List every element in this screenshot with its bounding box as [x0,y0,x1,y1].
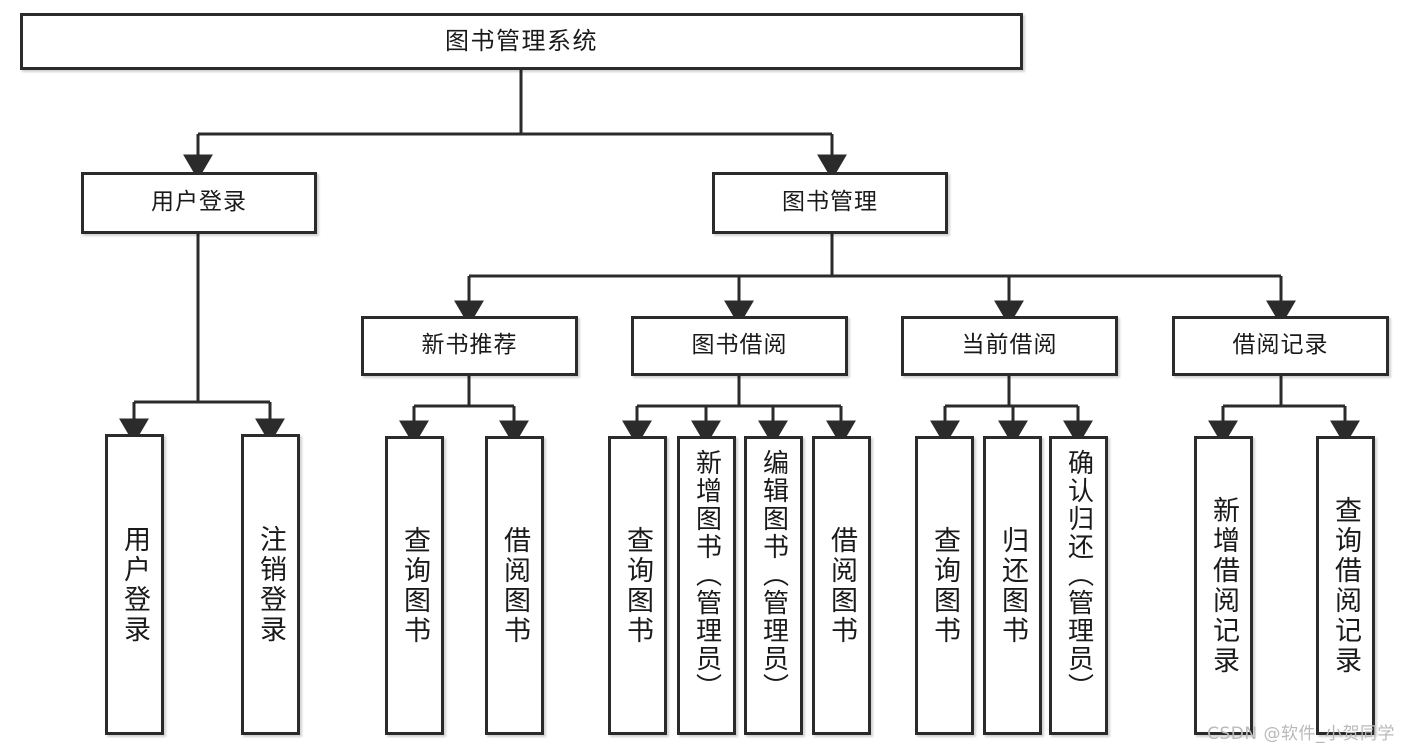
node-label: 用户登录 [119,524,150,645]
node-label: 图书借阅 [691,332,788,359]
node-current-borrow[interactable]: 当前借阅 [901,316,1118,376]
node-label: 查询借阅记录 [1330,495,1361,676]
leaf-user-login-0[interactable]: 用户登录 [105,434,164,735]
leaf-book-borrow-0[interactable]: 查询图书 [608,436,667,735]
node-label: 注销登录 [255,524,286,645]
watermark-text: CSDN @软件_小贺同学 [1207,724,1395,744]
leaf-current-borrow-1[interactable]: 归还图书 [983,436,1042,735]
leaf-current-borrow-0[interactable]: 查询图书 [915,436,974,735]
leaf-new-book-recommend-0[interactable]: 查询图书 [385,436,444,735]
node-user-login[interactable]: 用户登录 [81,172,317,234]
leaf-book-borrow-2[interactable]: 编辑图书（管理员） [744,436,803,735]
node-label: 查询图书 [399,525,430,646]
node-label: 借阅图书 [826,525,857,646]
node-label: 新增图书（管理员） [691,449,722,701]
node-label: 借阅图书 [499,525,530,646]
node-label: 编辑图书（管理员） [758,449,789,701]
node-label: 当前借阅 [961,332,1058,359]
node-label: 归还图书 [997,525,1028,646]
node-new-book-recommend[interactable]: 新书推荐 [361,316,578,376]
node-label: 图书管理 [782,189,878,216]
leaf-borrow-record-0[interactable]: 新增借阅记录 [1194,436,1253,735]
leaf-new-book-recommend-1[interactable]: 借阅图书 [485,436,544,735]
node-label: 新书推荐 [421,332,518,359]
node-borrow-record[interactable]: 借阅记录 [1172,316,1389,376]
leaf-borrow-record-1[interactable]: 查询借阅记录 [1316,436,1375,735]
leaf-book-borrow-1[interactable]: 新增图书（管理员） [677,436,736,735]
node-label: 图书管理系统 [445,27,598,56]
node-label: 确认归还（管理员） [1063,449,1094,701]
node-book-management[interactable]: 图书管理 [712,172,948,234]
node-label: 新增借阅记录 [1208,495,1239,676]
node-label: 用户登录 [151,189,247,216]
node-label: 查询图书 [622,525,653,646]
leaf-current-borrow-2[interactable]: 确认归还（管理员） [1049,436,1108,735]
node-root-book-management-system[interactable]: 图书管理系统 [20,13,1023,70]
node-label: 借阅记录 [1232,332,1329,359]
leaf-user-login-1[interactable]: 注销登录 [241,434,300,735]
node-book-borrow[interactable]: 图书借阅 [631,316,848,376]
leaf-book-borrow-3[interactable]: 借阅图书 [812,436,871,735]
node-label: 查询图书 [929,525,960,646]
